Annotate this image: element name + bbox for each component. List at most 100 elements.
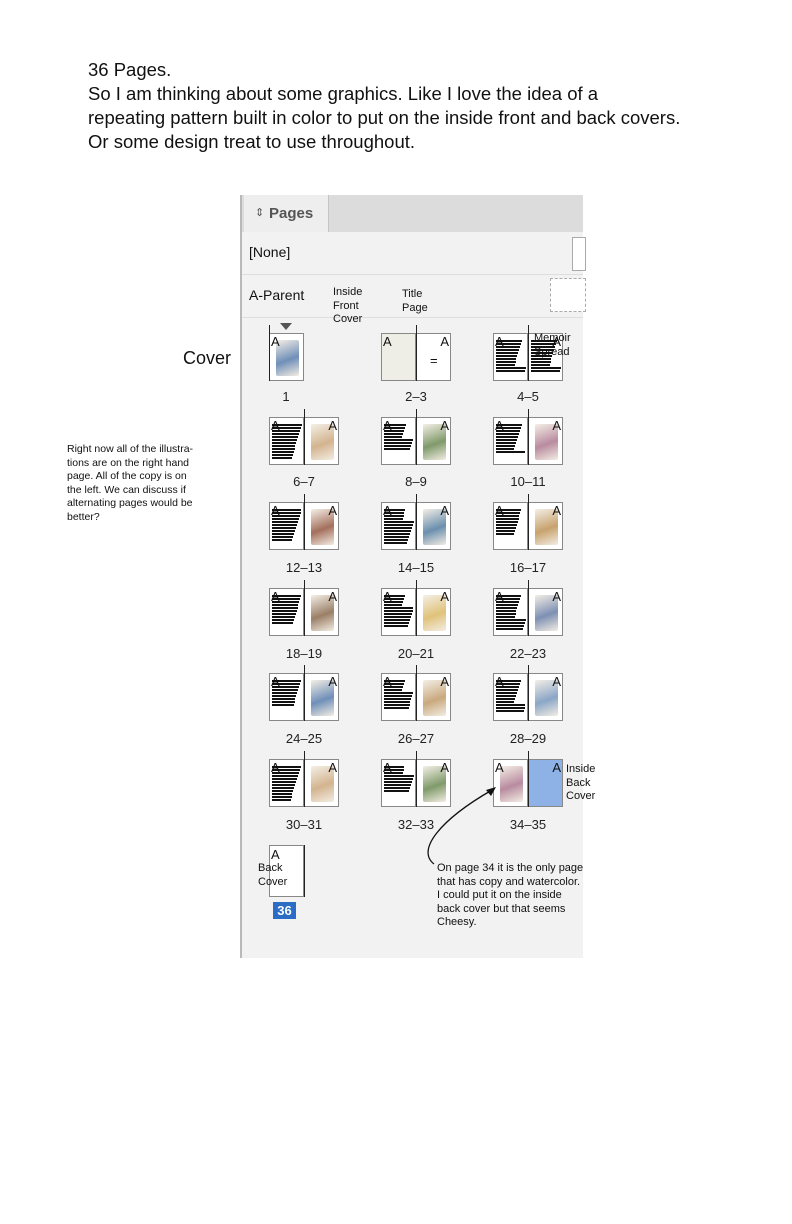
- page-thumbnail[interactable]: A: [528, 502, 563, 550]
- page-36-number[interactable]: 36: [273, 902, 296, 919]
- page-thumbnail[interactable]: A: [304, 502, 339, 550]
- parent-a-thumbnail[interactable]: [550, 278, 586, 312]
- page-thumbnail[interactable]: A: [381, 759, 416, 807]
- page-thumbnail[interactable]: A: [304, 759, 339, 807]
- page-thumbnail[interactable]: A: [381, 588, 416, 636]
- page-thumbnail[interactable]: A: [528, 333, 563, 381]
- text-line: [496, 601, 520, 603]
- parent-a-row[interactable]: A-Parent: [242, 275, 586, 318]
- spread-page-number[interactable]: 12–13: [285, 560, 323, 575]
- spread-page-number[interactable]: 6–7: [293, 474, 315, 489]
- spread-page-number[interactable]: 20–21: [397, 646, 435, 661]
- text-line: [384, 692, 414, 694]
- spread-page-number[interactable]: 32–33: [397, 817, 435, 832]
- spread-page-number[interactable]: 26–27: [397, 731, 435, 746]
- page-thumbnail[interactable]: A: [304, 417, 339, 465]
- page-thumbnail[interactable]: A: [493, 673, 528, 721]
- text-line: [496, 707, 525, 709]
- page-thumbnail[interactable]: A: [269, 759, 304, 807]
- text-line: [531, 355, 553, 357]
- spread-page-number[interactable]: 28–29: [509, 731, 547, 746]
- page-thumbnail[interactable]: A: [416, 417, 451, 465]
- spread-page-number[interactable]: 4–5: [517, 389, 539, 404]
- intro-text: 36 Pages. So I am thinking about some gr…: [88, 58, 768, 154]
- page-thumbnail[interactable]: A: [381, 673, 416, 721]
- parent-none-row[interactable]: [None]: [242, 232, 586, 275]
- spread-page-number[interactable]: 30–31: [285, 817, 323, 832]
- spread-thumbnail[interactable]: A: [269, 325, 304, 381]
- page-thumbnail[interactable]: A: [269, 333, 304, 381]
- page-thumbnail[interactable]: A: [416, 502, 451, 550]
- pages-panel: ⇕ Pages [None] A-Parent: [240, 195, 586, 958]
- page-thumbnail[interactable]: A: [416, 759, 451, 807]
- page-thumbnail[interactable]: A: [269, 673, 304, 721]
- text-line: [531, 349, 555, 351]
- page-thumbnail[interactable]: A: [416, 588, 451, 636]
- page-thumbnail[interactable]: A: [493, 417, 528, 465]
- page-thumbnail[interactable]: A: [493, 502, 528, 550]
- text-line: [272, 539, 293, 541]
- text-line: [496, 343, 521, 345]
- page-thumbnail[interactable]: A: [381, 417, 416, 465]
- page-thumbnail[interactable]: A: [269, 588, 304, 636]
- page-thumbnail[interactable]: A: [528, 588, 563, 636]
- spread-page-number[interactable]: 24–25: [285, 731, 323, 746]
- text-line: [272, 695, 297, 697]
- note-line: I could put it on the inside: [437, 889, 562, 901]
- spread-page-number[interactable]: 2–3: [405, 389, 427, 404]
- text-line: [384, 439, 414, 441]
- spread-thumbnail[interactable]: A=A: [381, 325, 451, 381]
- page-thumbnail[interactable]: A: [493, 759, 528, 807]
- spread-page-number[interactable]: 16–17: [509, 560, 547, 575]
- spread-page-number[interactable]: 10–11: [510, 474, 546, 489]
- note-line: page. All of the copy is on: [67, 470, 187, 482]
- spine-line: [304, 751, 305, 807]
- page-36-thumbnail[interactable]: A: [269, 845, 304, 897]
- spread-page-number[interactable]: 34–35: [509, 817, 547, 832]
- page-thumbnail[interactable]: A: [304, 673, 339, 721]
- note-line: alternating pages would be: [67, 497, 193, 509]
- page-thumbnail[interactable]: A: [381, 502, 416, 550]
- spread-page-number[interactable]: 18–19: [285, 646, 323, 661]
- page-thumbnail[interactable]: A: [493, 588, 528, 636]
- page-thumbnail[interactable]: A: [269, 417, 304, 465]
- page-thumbnail[interactable]: =A: [416, 333, 451, 381]
- spread-page-number[interactable]: 22–23: [509, 646, 547, 661]
- page-thumbnail[interactable]: A: [304, 588, 339, 636]
- page-thumbnail[interactable]: A: [528, 673, 563, 721]
- page-thumbnail[interactable]: A: [381, 333, 416, 381]
- illustration-thumbnail: [500, 766, 523, 802]
- none-thumbnail[interactable]: [572, 237, 586, 271]
- current-page-indicator-icon: [280, 323, 292, 330]
- page-thumbnail[interactable]: A: [528, 417, 563, 465]
- spine-line: [269, 325, 270, 381]
- spread-page-number[interactable]: 1: [282, 389, 290, 404]
- chevron-updown-icon[interactable]: ⇕: [255, 207, 265, 219]
- page-thumbnail[interactable]: A: [493, 333, 528, 381]
- text-line: [384, 680, 405, 682]
- spread-page-number[interactable]: 8–9: [405, 474, 427, 489]
- parent-letter: A: [328, 760, 337, 775]
- page-thumbnail[interactable]: A: [528, 759, 563, 807]
- spread-page-number[interactable]: 14–15: [397, 560, 435, 575]
- page-thumbnail[interactable]: A: [416, 673, 451, 721]
- page-thumbnail[interactable]: A: [269, 502, 304, 550]
- pages-tab[interactable]: ⇕ Pages: [244, 195, 329, 232]
- text-line: [496, 515, 520, 517]
